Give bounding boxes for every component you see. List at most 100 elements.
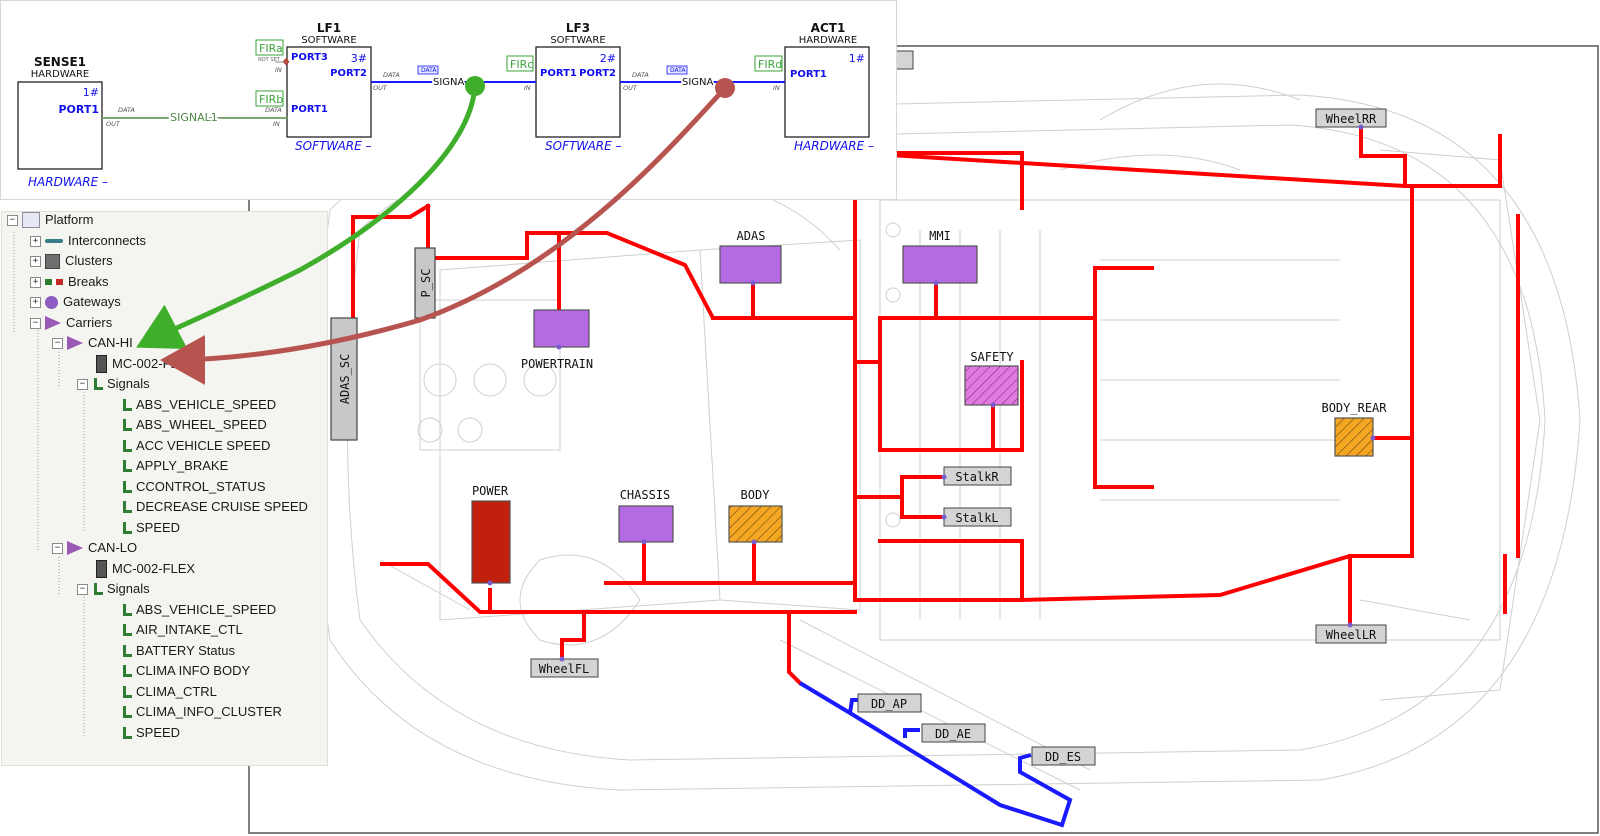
signal-label: ABS_VEHICLE_SPEED [136, 397, 277, 412]
signal-icon [121, 726, 132, 740]
connector-wheel-lr[interactable]: WheelLR [1315, 624, 1387, 644]
p-sc-block[interactable]: P_SC [414, 247, 436, 319]
tree-signal[interactable]: BATTERY Status [121, 641, 235, 661]
signal-icon [121, 685, 132, 699]
adas-sc-label: ADAS_SC [338, 354, 352, 405]
connector-stalk-r-label: StalkR [955, 470, 999, 484]
collapse-icon[interactable]: − [52, 542, 63, 554]
tree-signal[interactable]: APPLY_BRAKE [121, 456, 228, 476]
tree-root[interactable]: − Platform [7, 210, 93, 230]
tree-item-label: Interconnects [68, 233, 147, 248]
p-sc-label: P_SC [419, 269, 433, 298]
expand-icon[interactable]: + [30, 235, 41, 247]
signal-icon [121, 705, 132, 719]
tree-signal[interactable]: CLIMA INFO BODY [121, 661, 250, 681]
tree-item-label: Gateways [63, 294, 121, 309]
tree-item-signals[interactable]: − Signals [77, 374, 150, 394]
tree-item-can-hi[interactable]: − CAN-HI [52, 333, 133, 353]
signal-flow-panel [0, 0, 897, 200]
adas-sc-block[interactable]: ADAS_SC [330, 317, 358, 441]
ecu-safety[interactable]: SAFETY [964, 350, 1019, 406]
signal-icon [121, 439, 132, 453]
signal-icon [121, 664, 132, 678]
signal-label: CLIMA_INFO_CLUSTER [136, 704, 282, 719]
tree-item-can-lo[interactable]: − CAN-LO [52, 538, 137, 558]
interconnect-icon [45, 239, 63, 243]
controller-label: MC-002-FLEX [112, 356, 196, 371]
platform-tree-panel: − Platform + Interconnects + Clusters + … [1, 211, 328, 766]
carrier-label: CAN-HI [88, 335, 133, 350]
tree-signal[interactable]: CLIMA_INFO_CLUSTER [121, 702, 282, 722]
ecu-body-rear[interactable]: BODY_REAR [1321, 401, 1387, 457]
connector-stalk-r[interactable]: StalkR [943, 466, 1012, 486]
ecu-adas-label: ADAS [737, 229, 766, 243]
signal-icon [121, 644, 132, 658]
connector-stalk-l-label: StalkL [955, 511, 998, 525]
connector-dd-es[interactable]: DD_ES [1031, 746, 1096, 766]
tree-item-interconnects[interactable]: + Interconnects [30, 231, 146, 251]
connector-dd-ae[interactable]: DD_AE [921, 723, 986, 743]
connector-wheel-rr[interactable]: WheelRR [1315, 108, 1387, 128]
collapse-icon[interactable]: − [77, 583, 88, 595]
expand-icon[interactable]: + [30, 296, 41, 308]
tree-signal[interactable]: ABS_VEHICLE_SPEED [121, 395, 276, 415]
ecu-chassis[interactable]: CHASSIS [618, 488, 674, 543]
signals-label: Signals [107, 376, 150, 391]
connector-dd-ae-label: DD_AE [935, 727, 971, 741]
signal-icon [121, 418, 132, 432]
tree-item-clusters[interactable]: + Clusters [30, 251, 113, 271]
ecu-power[interactable]: POWER [471, 484, 511, 584]
collapse-icon[interactable]: − [77, 378, 88, 390]
collapse-icon[interactable]: − [52, 337, 63, 349]
tree-item-controller[interactable]: MC-002-FLEX [96, 559, 195, 579]
tree-item-carriers[interactable]: − Carriers [30, 313, 112, 333]
connector-dd-ap-label: DD_AP [871, 697, 907, 711]
tree-item-controller[interactable]: MC-002-FLEX [96, 354, 195, 374]
tree-signal[interactable]: ACC VEHICLE SPEED [121, 436, 270, 456]
signal-icon [121, 603, 132, 617]
tree-item-gateways[interactable]: + Gateways [30, 292, 121, 312]
carrier-label: CAN-LO [88, 540, 138, 555]
tree-item-signals[interactable]: − Signals [77, 579, 150, 599]
signal-label: DECREASE CRUISE SPEED [136, 499, 308, 514]
signal-label: ABS_VEHICLE_SPEED [136, 602, 277, 617]
tree-root-label: Platform [45, 212, 94, 227]
wiring-harness-blue [798, 681, 1073, 828]
ecu-mmi[interactable]: MMI [902, 229, 978, 284]
expand-icon[interactable]: + [30, 255, 41, 267]
carrier-icon [67, 541, 83, 555]
signal-label: APPLY_BRAKE [136, 458, 229, 473]
tree-signal[interactable]: CCONTROL_STATUS [121, 477, 266, 497]
tree-signal[interactable]: SPEED [121, 723, 180, 743]
tree-signal[interactable]: SPEED [121, 518, 180, 538]
tree-guides [13, 232, 85, 737]
ecu-mmi-label: MMI [929, 229, 951, 243]
tree-item-breaks[interactable]: + Breaks [30, 272, 108, 292]
controller-label: MC-002-FLEX [112, 561, 196, 576]
signal-label: CCONTROL_STATUS [136, 479, 266, 494]
platform-icon [22, 212, 40, 228]
collapse-icon[interactable]: − [7, 214, 18, 226]
tree-signal[interactable]: AIR_INTAKE_CTL [121, 620, 243, 640]
ecu-body[interactable]: BODY [728, 488, 783, 543]
signal-group-icon [92, 377, 103, 391]
tree-signal[interactable]: ABS_VEHICLE_SPEED [121, 600, 276, 620]
connector-stalk-l[interactable]: StalkL [943, 507, 1012, 527]
collapse-icon[interactable]: − [30, 317, 41, 329]
tree-signal[interactable]: CLIMA_CTRL [121, 682, 217, 702]
ecu-powertrain-label: POWERTRAIN [521, 357, 593, 371]
signal-label: ABS_WHEEL_SPEED [136, 417, 267, 432]
connector-wheel-lr-label: WheelLR [1326, 628, 1377, 642]
ecu-adas[interactable]: ADAS [719, 229, 782, 284]
tree-signal[interactable]: DECREASE CRUISE SPEED [121, 497, 308, 517]
ecu-body-rear-label: BODY_REAR [1321, 401, 1387, 415]
tree-item-label: Carriers [66, 315, 113, 330]
tree-signal[interactable]: ABS_WHEEL_SPEED [121, 415, 267, 435]
gateway-icon [45, 295, 58, 309]
connection-dots [487, 124, 1376, 662]
signal-label: SPEED [136, 725, 181, 740]
expand-icon[interactable]: + [30, 276, 41, 288]
connector-wheel-fl[interactable]: WheelFL [530, 658, 599, 678]
connector-dd-ap[interactable]: DD_AP [857, 693, 922, 713]
signal-icon [121, 500, 132, 514]
